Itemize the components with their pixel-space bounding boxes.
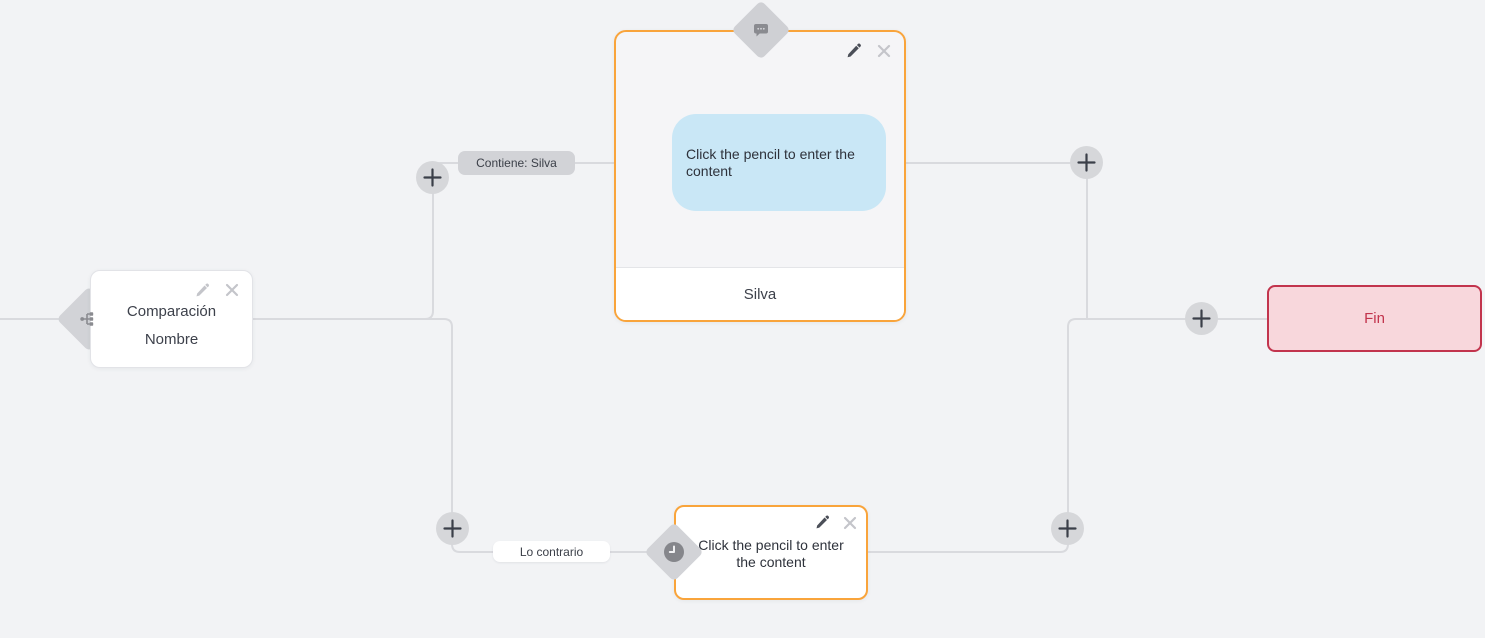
end-node[interactable]: Fin xyxy=(1267,285,1482,352)
end-node-label: Fin xyxy=(1364,310,1385,327)
delete-node-button[interactable] xyxy=(876,44,892,60)
connector-message-to-end xyxy=(906,162,1088,319)
add-node-button-after-delay[interactable] xyxy=(1051,512,1084,545)
edit-pencil-button[interactable] xyxy=(814,515,830,531)
delay-placeholder-text: Click the pencil to enter the content xyxy=(698,537,844,571)
plus-icon xyxy=(1077,153,1096,172)
edge-label-match-text: Contiene: Silva xyxy=(476,156,557,170)
chat-message-bubble: Click the pencil to enter the content xyxy=(672,114,886,211)
condition-title-line2: Nombre xyxy=(144,330,199,348)
condition-title-line1: Comparación xyxy=(126,302,217,320)
edge-label-else-text: Lo contrario xyxy=(519,544,584,559)
plus-icon xyxy=(443,519,462,538)
edit-pencil-button[interactable] xyxy=(194,283,210,299)
plus-icon xyxy=(423,168,442,187)
add-node-button-after-message[interactable] xyxy=(1070,146,1103,179)
connector-condition-to-delay xyxy=(253,318,674,553)
pencil-icon xyxy=(847,43,861,58)
message-placeholder-text: Click the pencil to enter the content xyxy=(686,145,855,179)
plus-icon xyxy=(1058,519,1077,538)
message-node[interactable]: Click the pencil to enter the content Si… xyxy=(614,30,906,322)
branch-icon xyxy=(79,310,98,333)
message-bubble-icon xyxy=(752,22,770,44)
delay-node[interactable]: Click the pencil to enter the content xyxy=(674,505,868,600)
edit-pencil-button[interactable] xyxy=(846,43,862,59)
pencil-icon xyxy=(196,283,209,297)
close-icon xyxy=(877,44,891,58)
plus-icon xyxy=(1192,309,1211,328)
delete-node-button[interactable] xyxy=(842,516,858,532)
message-footer-label: Silva xyxy=(743,285,777,303)
close-icon xyxy=(843,516,857,530)
delete-node-button[interactable] xyxy=(224,283,240,299)
add-node-button-before-end[interactable] xyxy=(1185,302,1218,335)
edge-label-else: Lo contrario xyxy=(493,541,610,562)
close-icon xyxy=(225,283,239,297)
add-node-button-else[interactable] xyxy=(436,512,469,545)
condition-node[interactable]: Comparación Nombre xyxy=(90,270,253,368)
message-node-footer: Silva xyxy=(616,267,904,320)
clock-icon xyxy=(663,541,685,568)
pencil-icon xyxy=(816,515,829,529)
add-node-button-match[interactable] xyxy=(416,161,449,194)
edge-label-match: Contiene: Silva xyxy=(458,151,575,175)
connector-delay-to-end xyxy=(868,318,1267,553)
